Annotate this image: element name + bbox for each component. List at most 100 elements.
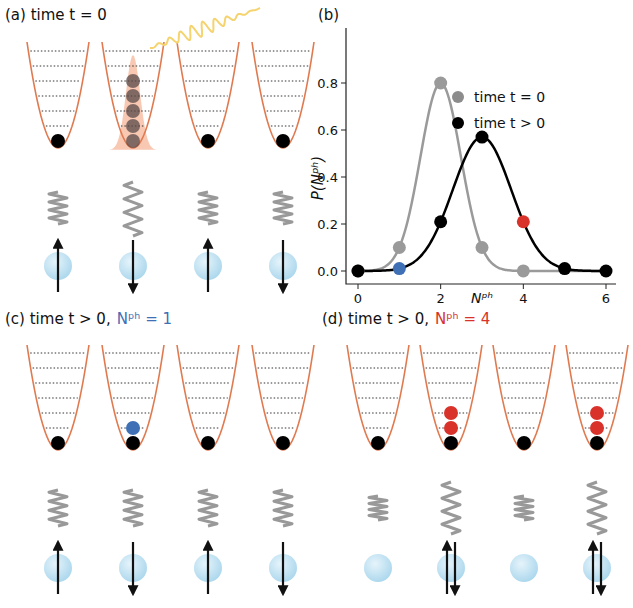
harmonic-well <box>102 42 164 148</box>
photon-number: Nᵖʰ = 4 <box>435 310 490 328</box>
phonon-dot <box>276 436 290 450</box>
phonon-dot <box>51 134 65 148</box>
spring <box>369 496 387 520</box>
legend-swatch <box>452 91 464 103</box>
phonon-dot <box>590 406 604 420</box>
spin-arrow <box>446 542 448 594</box>
phonon-dot <box>126 89 140 103</box>
electron-site <box>364 554 392 582</box>
data-point <box>352 264 365 277</box>
data-point <box>434 215 447 228</box>
data-point <box>434 77 447 90</box>
harmonic-well <box>177 42 239 148</box>
legend-swatch <box>452 117 464 129</box>
tick-label: 0.6 <box>317 123 338 138</box>
tick-label: 0 <box>354 291 362 306</box>
spin-arrow <box>57 542 59 594</box>
phonon-dot <box>444 406 458 420</box>
tick-label: 2 <box>437 291 445 306</box>
spring <box>442 482 460 534</box>
harmonic-well <box>347 345 409 450</box>
phonon-dot <box>126 74 140 88</box>
phonon-dot <box>444 421 458 435</box>
label-row: Nᵖʰ <box>471 290 493 306</box>
spin-arrow <box>282 542 284 594</box>
panel-title: (b) <box>318 6 339 24</box>
label-row: 0.6 <box>317 123 338 138</box>
photon-number: Nᵖʰ = 1 <box>117 310 172 328</box>
spring <box>274 490 292 526</box>
harmonic-well <box>177 345 239 450</box>
harmonic-well <box>493 345 555 450</box>
harmonic-well <box>27 42 89 148</box>
label-row: (b) <box>318 6 339 24</box>
electron-site <box>583 554 611 582</box>
phonon-dot <box>276 134 290 148</box>
phonon-dot <box>371 436 385 450</box>
spring <box>588 482 606 534</box>
label-row: 0.2 <box>317 217 338 232</box>
spin-arrow <box>592 542 594 594</box>
spring <box>49 490 67 526</box>
label-row: 0.4 <box>317 170 338 185</box>
tick-label: 4 <box>519 291 527 306</box>
spring <box>199 490 217 526</box>
label-row: 0.0 <box>317 264 338 279</box>
phonon-dot <box>126 421 140 435</box>
spring <box>124 490 142 526</box>
label-row: 0 <box>354 291 362 306</box>
spin-arrow <box>132 542 134 594</box>
label-row: 4 <box>519 291 527 306</box>
legend-entry: time t = 0 <box>452 89 545 105</box>
harmonic-well <box>420 345 482 450</box>
spin-arrow <box>600 542 602 594</box>
wavepacket <box>109 55 157 150</box>
data-point <box>393 262 406 275</box>
phonon-dot <box>517 436 531 450</box>
distribution-curve <box>358 83 606 271</box>
legend-text: time t > 0 <box>474 115 545 131</box>
label-row: 2 <box>437 291 445 306</box>
phonon-dot <box>51 436 65 450</box>
phonon-dot <box>126 104 140 118</box>
spring <box>124 182 142 236</box>
distribution-curve <box>358 137 606 271</box>
spring <box>274 192 292 224</box>
harmonic-well <box>252 345 314 450</box>
phonon-dot <box>590 421 604 435</box>
harmonic-well <box>252 42 314 148</box>
data-point <box>476 131 489 144</box>
label-row: (c) time t > 0, Nᵖʰ = 1 <box>5 310 172 328</box>
data-point <box>558 262 571 275</box>
data-point <box>352 264 365 277</box>
phonon-dot <box>126 134 140 148</box>
panel-title: (d) time t > 0, <box>322 310 429 328</box>
phonon-dot <box>201 436 215 450</box>
tick-label: 0.8 <box>317 76 338 91</box>
harmonic-well <box>27 345 89 450</box>
label-row: 0.8 <box>317 76 338 91</box>
label-row: (a) time t = 0 <box>5 6 107 24</box>
spring <box>515 496 533 520</box>
spin-arrow <box>207 240 209 292</box>
tick-label: 0.4 <box>317 170 338 185</box>
axes <box>341 28 616 289</box>
electron-site <box>510 554 538 582</box>
spring <box>199 192 217 224</box>
phonon-dot <box>126 119 140 133</box>
phonon-dot <box>444 436 458 450</box>
tick-label: 6 <box>602 291 610 306</box>
panel-title: (c) time t > 0, <box>5 310 111 328</box>
data-point <box>517 264 530 277</box>
spin-arrow <box>207 542 209 594</box>
tick-label: 0.2 <box>317 217 338 232</box>
harmonic-well <box>102 345 164 450</box>
panel-title: (a) time t = 0 <box>5 6 107 24</box>
data-point <box>517 215 530 228</box>
spin-arrow <box>454 542 456 594</box>
phonon-dot <box>126 436 140 450</box>
data-point <box>393 241 406 254</box>
light-pulse <box>150 8 260 48</box>
spin-arrow <box>132 240 134 292</box>
